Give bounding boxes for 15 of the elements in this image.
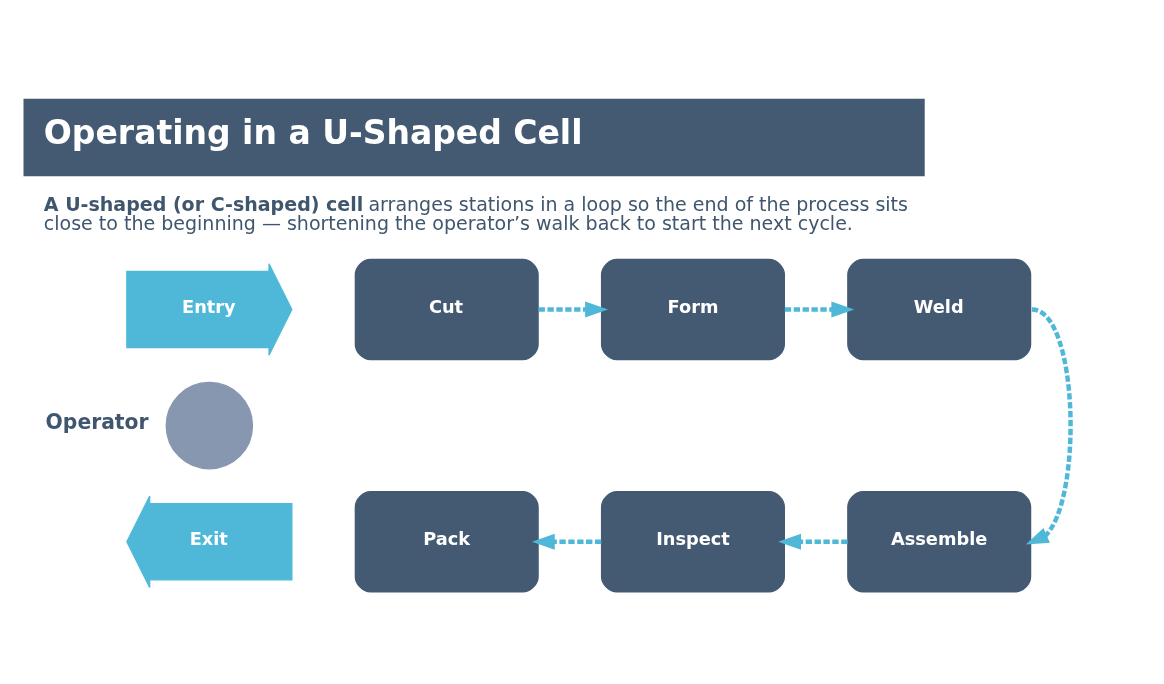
node-label: Operator	[45, 409, 149, 434]
node-box: Pack	[354, 490, 539, 593]
node-box: Inspect	[600, 490, 785, 593]
node-box: Cut	[354, 258, 539, 360]
node-circle	[165, 381, 254, 469]
caption: A U-shaped (or C-shaped) cell arranges stations in a loop so the end of the process sits close to the beginning — shortening the operator’s walk back to start the next cycle.	[43, 191, 908, 234]
arrow	[1025, 306, 1073, 544]
node-box: Assemble	[847, 490, 1032, 593]
node-box: Form	[600, 258, 785, 360]
arrow	[784, 301, 855, 317]
node-box: Weld	[847, 258, 1032, 360]
arrow	[538, 301, 608, 317]
diagram-title: Operating in a U-Shaped Cell	[43, 112, 583, 152]
arrow	[531, 533, 602, 550]
arrow	[778, 533, 848, 550]
